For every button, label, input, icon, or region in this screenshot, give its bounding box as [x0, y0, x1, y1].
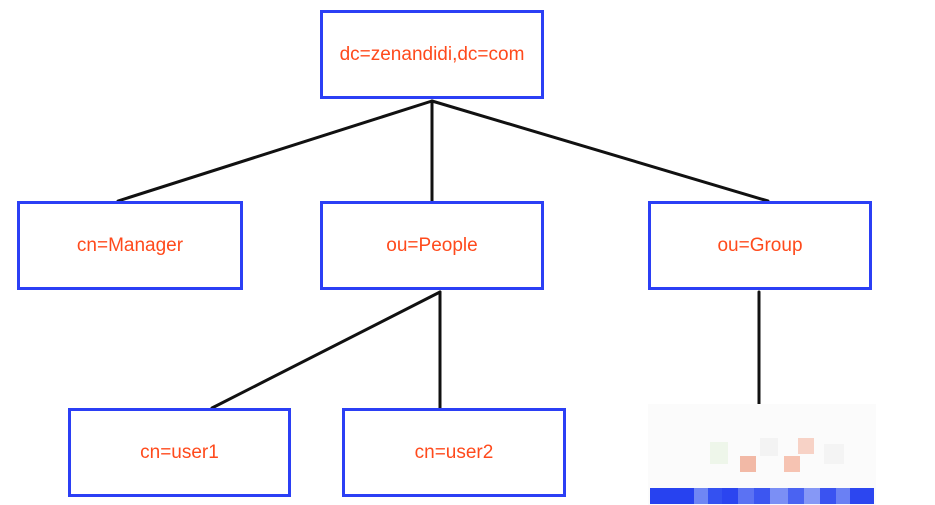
node-cn-user1: cn=user1 [68, 408, 291, 497]
node-label: dc=zenandidi,dc=com [339, 43, 525, 65]
node-root-dc: dc=zenandidi,dc=com [320, 10, 544, 99]
node-label: ou=Group [717, 234, 803, 256]
obscured-node [648, 404, 876, 505]
edge-root-group [430, 99, 770, 203]
node-label: cn=Manager [76, 234, 184, 256]
node-cn-user2: cn=user2 [342, 408, 566, 497]
node-ou-people: ou=People [320, 201, 544, 290]
edge-root-manager [116, 99, 434, 203]
node-label: cn=user2 [414, 441, 494, 463]
edge-people-user1 [210, 290, 442, 410]
node-ou-group: ou=Group [648, 201, 872, 290]
node-label: cn=user1 [140, 441, 219, 463]
node-cn-manager: cn=Manager [17, 201, 243, 290]
node-label: ou=People [386, 234, 478, 256]
